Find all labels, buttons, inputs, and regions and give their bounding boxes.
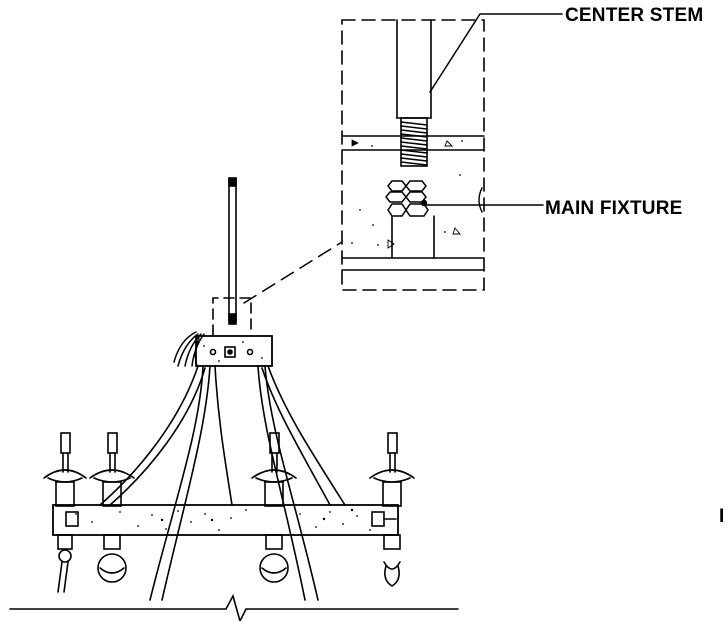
chandelier-ring — [52, 504, 399, 536]
threaded-rod — [400, 117, 428, 167]
break-line — [9, 593, 459, 621]
center-stem-label: CENTER STEM — [565, 5, 704, 26]
detail-boundary — [341, 19, 485, 291]
stem-detail-bracket — [212, 297, 252, 336]
center-stem-pipe — [396, 19, 432, 119]
fixture-body — [351, 174, 483, 259]
center-stem-leader — [429, 13, 563, 93]
callout-leaders — [243, 13, 563, 304]
candle-arm-2 — [89, 432, 135, 583]
main-fixture-label: MAIN FIXTURE — [545, 198, 683, 219]
candle-arm-3 — [251, 432, 297, 583]
candle-arm-4 — [369, 432, 415, 587]
lower-plate — [341, 257, 485, 271]
chandelier-stem — [228, 177, 237, 325]
chandelier-assembly — [9, 177, 459, 621]
candle-arm-1 — [43, 432, 87, 593]
wire-bundle — [173, 331, 205, 367]
support-arms — [99, 365, 346, 601]
detail-enlargement — [341, 19, 485, 291]
hex-nut-stack — [385, 180, 429, 217]
canopy-box — [195, 335, 273, 367]
edge-mark-label: I — [719, 506, 725, 527]
detail-reference-line — [243, 241, 343, 304]
